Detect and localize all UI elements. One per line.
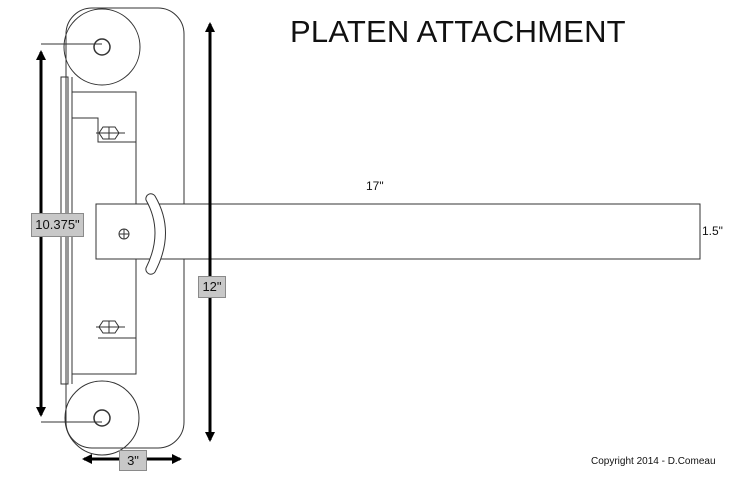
drawing-title: PLATEN ATTACHMENT — [290, 14, 626, 49]
copyright-notice: Copyright 2014 - D.Comeau — [591, 456, 716, 467]
base-width-label: 3" — [119, 450, 147, 471]
bottom-bracket — [72, 337, 137, 375]
bottom-pulley — [64, 380, 140, 456]
bottom-pulley-hub — [93, 409, 111, 427]
top-pulley — [63, 8, 141, 86]
arm — [95, 203, 701, 260]
pulley-span-label: 10.375" — [31, 213, 84, 237]
bottom-bolt — [96, 320, 125, 334]
arm-width-label: 1.5" — [702, 224, 723, 238]
arm-length-label: 17" — [366, 179, 384, 193]
overall-height-label: 12" — [198, 276, 226, 298]
adjustment-slot — [145, 193, 166, 275]
top-pulley-hub — [93, 38, 111, 56]
top-bolt — [96, 126, 125, 140]
top-bracket — [72, 91, 137, 143]
